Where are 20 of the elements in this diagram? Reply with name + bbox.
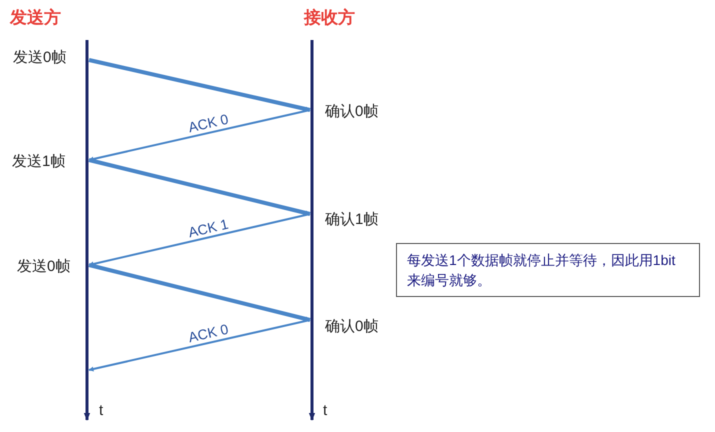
edge-label: ACK 0 xyxy=(186,110,230,136)
sender-heading: 发送方 xyxy=(10,7,61,29)
event-label: 发送1帧 xyxy=(12,152,66,171)
time-axis-label: t xyxy=(323,402,328,419)
event-label: 确认0帧 xyxy=(325,102,378,121)
arrow xyxy=(88,109,310,162)
receiver-heading: 接收方 xyxy=(304,7,355,29)
event-label: 确认0帧 xyxy=(325,317,378,336)
note-box: 每发送1个数据帧就停止并等待，因此用1bit来编号就够。 xyxy=(396,243,700,297)
arrow xyxy=(88,263,310,322)
event-label: 确认1帧 xyxy=(325,210,378,229)
edge-label: ACK 0 xyxy=(186,320,230,346)
edge-label: ACK 1 xyxy=(186,215,230,240)
arrow xyxy=(88,58,310,112)
time-axis-label: t xyxy=(99,402,104,419)
event-label: 发送0帧 xyxy=(13,48,66,67)
arrow xyxy=(88,213,310,266)
arrow xyxy=(88,158,310,216)
arrow xyxy=(88,319,310,372)
event-label: 发送0帧 xyxy=(17,257,70,276)
